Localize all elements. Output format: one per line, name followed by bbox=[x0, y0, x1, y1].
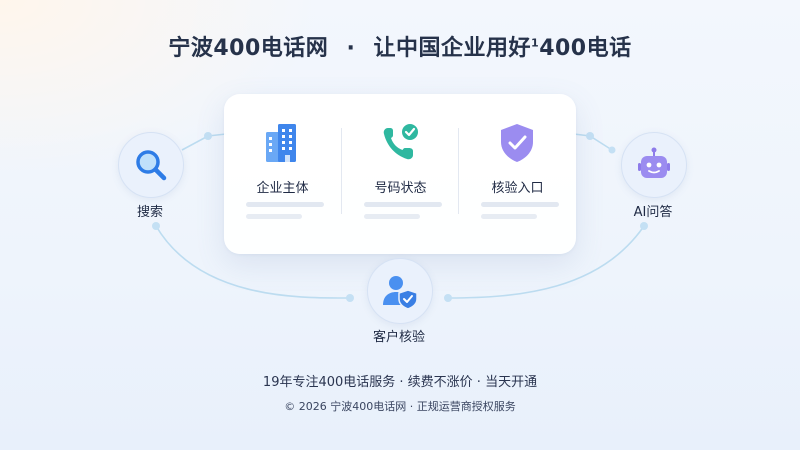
placeholder-bar bbox=[246, 214, 302, 219]
placeholder-bar bbox=[246, 202, 324, 207]
connector-dot bbox=[204, 132, 212, 140]
service-tagline: 19年专注400电话服务 · 续费不涨价 · 当天开通 bbox=[262, 375, 538, 390]
copyright-notice: © 2026 宁波400电话网 · 正规运营商授权服务 bbox=[284, 400, 516, 413]
search-node[interactable] bbox=[118, 132, 184, 198]
office-building-icon bbox=[266, 124, 296, 162]
brand-name: 宁波400电话网 bbox=[168, 36, 329, 61]
connector-dot bbox=[346, 294, 354, 302]
customer-node[interactable] bbox=[367, 258, 433, 324]
connector-dot bbox=[444, 294, 452, 302]
feature-label: 企业主体 bbox=[256, 181, 309, 196]
feature-number-status[interactable]: 号码状态 bbox=[342, 94, 459, 254]
placeholder-bar bbox=[364, 202, 442, 207]
search-label: 搜索 bbox=[136, 205, 163, 220]
slogan-text: 让中国企业用好 bbox=[373, 36, 532, 61]
feature-label: 号码状态 bbox=[374, 181, 427, 196]
placeholder-bar bbox=[481, 202, 559, 207]
ai-node[interactable] bbox=[621, 132, 687, 198]
customer-label: 客户核验 bbox=[372, 330, 425, 345]
user-shield-icon bbox=[383, 276, 418, 310]
connector-ai-customer bbox=[447, 225, 645, 299]
connector-dot bbox=[608, 146, 616, 154]
magnifier-icon bbox=[136, 150, 167, 181]
shield-check-icon bbox=[501, 124, 533, 162]
phone-check-icon bbox=[383, 124, 418, 160]
feature-enterprise[interactable]: 企业主体 bbox=[224, 94, 341, 254]
connector-dot bbox=[586, 132, 594, 140]
connector-dot bbox=[152, 222, 160, 230]
feature-card: 企业主体 号码状态 核验入口 bbox=[224, 94, 576, 254]
placeholder-bar bbox=[364, 214, 420, 219]
placeholder-bar bbox=[481, 214, 537, 219]
card-divider bbox=[341, 128, 342, 214]
card-divider bbox=[458, 128, 459, 214]
connector-dot bbox=[640, 222, 648, 230]
robot-icon bbox=[638, 147, 670, 178]
feature-verify-entry[interactable]: 核验入口 bbox=[459, 94, 576, 254]
feature-label: 核验入口 bbox=[491, 181, 544, 196]
connector-search-card bbox=[181, 133, 227, 151]
title-separator: · bbox=[346, 36, 356, 61]
slogan-footnote-mark: 1 bbox=[531, 36, 540, 50]
page-title: 宁波400电话网 · 让中国企业用好1400电话 bbox=[0, 30, 800, 62]
slogan-text-end: 400电话 bbox=[539, 36, 632, 61]
connector-search-customer bbox=[155, 225, 351, 299]
ai-label: AI问答 bbox=[633, 205, 673, 220]
